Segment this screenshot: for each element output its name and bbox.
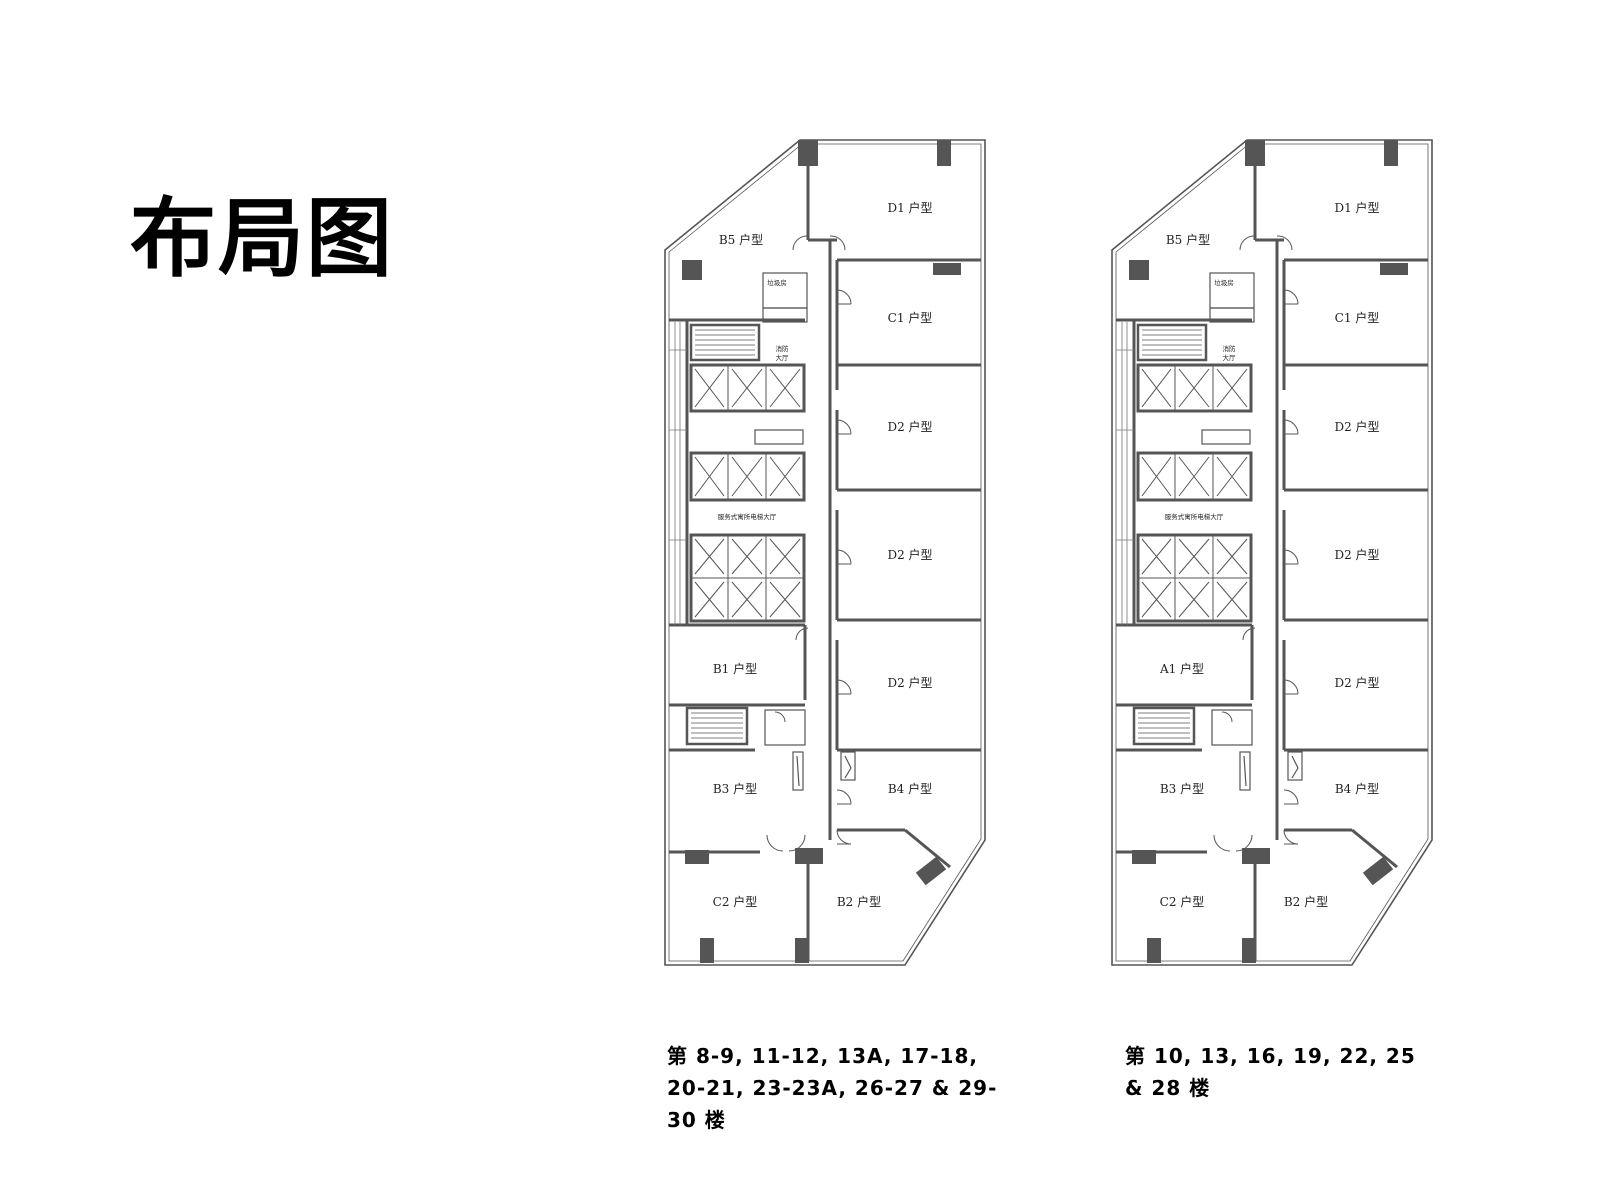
- unit-d2a-label: D2 户型: [887, 419, 932, 434]
- fire-label: 消防: [776, 344, 790, 353]
- unit-c2-label: C2 户型: [713, 894, 758, 909]
- unit-c2-label: C2 户型: [1160, 894, 1205, 909]
- floor-plan-drawing: B5 户型 D1 户型 C1 户型 D2 户型 D2 户型 D2 户型 B1 户…: [664, 139, 986, 966]
- floor-caption-left: 第 8-9, 11-12, 13A, 17-18, 20-21, 23-23A,…: [667, 1044, 998, 1132]
- facade-strip: [1116, 322, 1134, 625]
- trash-room-label: 垃圾房: [767, 278, 787, 287]
- room-labels: 垃圾房 消防 大厅 服务式寓所电梯大厅: [1165, 278, 1236, 521]
- door-swings: [1213, 235, 1299, 852]
- unit-c1-label: C1 户型: [1335, 310, 1380, 325]
- elevator-banks: [1136, 363, 1253, 623]
- floor-caption-right: 第 10, 13, 16, 19, 22, 25 & 28 楼: [1125, 1044, 1416, 1100]
- trash-room-label: 垃圾房: [1214, 278, 1234, 287]
- unit-b3-label: B3 户型: [713, 781, 757, 796]
- unit-labels: B5 户型 D1 户型 C1 户型 D2 户型 D2 户型 D2 户型 A1 户…: [1159, 200, 1380, 909]
- unit-b2-label: B2 户型: [837, 894, 881, 909]
- room-labels: 垃圾房 消防 大厅 服务式寓所电梯大厅: [718, 278, 789, 521]
- service-rooms: [754, 272, 856, 791]
- unit-mid-left-label: A1 户型: [1159, 661, 1204, 676]
- service-rooms: [1201, 272, 1303, 791]
- unit-b2-label: B2 户型: [1284, 894, 1328, 909]
- interior-walls: [669, 144, 981, 961]
- unit-c1-label: C1 户型: [888, 310, 933, 325]
- unit-b3-label: B3 户型: [1160, 781, 1204, 796]
- stairs: [1132, 323, 1208, 746]
- fire-label: 消防: [1223, 344, 1237, 353]
- unit-b5-label: B5 户型: [719, 232, 763, 247]
- stairs: [685, 323, 761, 746]
- door-swings: [766, 235, 852, 852]
- structural-columns: [682, 140, 961, 963]
- unit-b5-label: B5 户型: [1166, 232, 1210, 247]
- floor-plan-left: B5 户型 D1 户型 C1 户型 D2 户型 D2 户型 D2 户型 B1 户…: [664, 139, 1005, 970]
- unit-labels: B5 户型 D1 户型 C1 户型 D2 户型 D2 户型 D2 户型 B1 户…: [713, 200, 933, 909]
- unit-d2a-label: D2 户型: [1334, 419, 1379, 434]
- unit-b4-label: B4 户型: [888, 781, 932, 796]
- unit-d1-label: D1 户型: [887, 200, 932, 215]
- elevator-lobby-label: 服务式寓所电梯大厅: [718, 512, 777, 521]
- unit-b4-label: B4 户型: [1335, 781, 1379, 796]
- interior-walls: [1116, 144, 1428, 961]
- unit-d2c-label: D2 户型: [887, 675, 932, 690]
- elevator-lobby-label: 服务式寓所电梯大厅: [1165, 512, 1224, 521]
- facade-strip: [669, 322, 687, 625]
- page-title: 布局图: [130, 188, 394, 289]
- unit-d2c-label: D2 户型: [1334, 675, 1379, 690]
- hall-label: 大厅: [776, 353, 790, 362]
- hall-label: 大厅: [1223, 353, 1237, 362]
- unit-d1-label: D1 户型: [1334, 200, 1379, 215]
- unit-d2b-label: D2 户型: [887, 547, 932, 562]
- unit-d2b-label: D2 户型: [1334, 547, 1379, 562]
- unit-mid-left-label: B1 户型: [713, 661, 757, 676]
- floor-plan-right: B5 户型 D1 户型 C1 户型 D2 户型 D2 户型 D2 户型 A1 户…: [1111, 139, 1452, 970]
- elevator-banks: [689, 363, 806, 623]
- floor-plan-drawing: B5 户型 D1 户型 C1 户型 D2 户型 D2 户型 D2 户型 A1 户…: [1111, 139, 1433, 966]
